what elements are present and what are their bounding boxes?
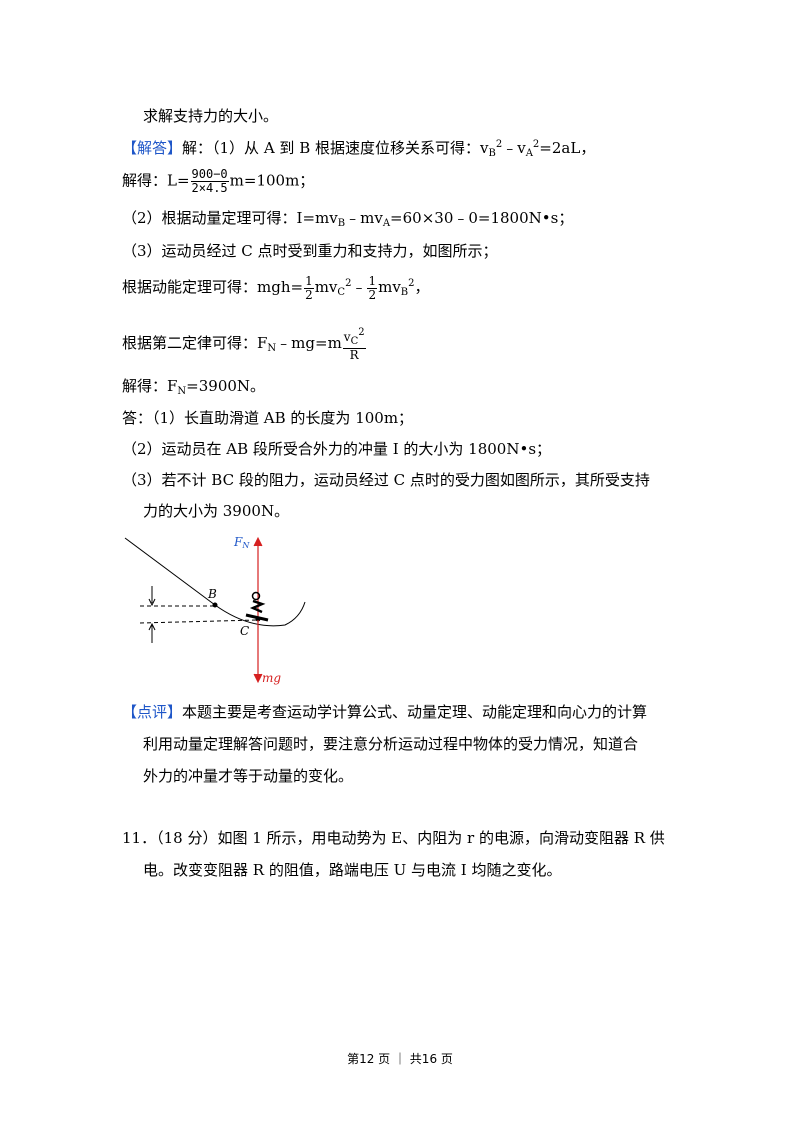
point-b — [212, 602, 218, 608]
ramp-curve — [124, 537, 306, 627]
comment-line-1: 【点评】本题主要是考查运动学计算公式、动量定理、动能定理和向心力的计算 — [122, 703, 648, 721]
page-footer: 第12 页 ｜ 共16 页 — [347, 1052, 453, 1066]
solution-line-7: 解得：FN=3900N。 — [122, 377, 266, 397]
answer-line-3: （3）若不计 BC 段的阻力，运动员经过 C 点时的受力图如图所示，其所受支持 — [122, 471, 650, 489]
answer-line-4: 力的大小为 3900N。 — [143, 502, 290, 520]
solution-line-4: （3）运动员经过 C 点时受到重力和支持力，如图所示； — [122, 242, 498, 260]
mg-label: mg — [262, 671, 281, 685]
answer-line-1: 答：（1）长直助滑道 AB 的长度为 100m； — [122, 409, 414, 427]
dashed-line-c — [139, 619, 258, 624]
question-line-2: 电。改变变阻器 R 的阻值，路端电压 U 与电流 I 均随之变化。 — [143, 861, 562, 879]
comment-label: 【点评】 — [122, 703, 183, 721]
comment-line-3: 外力的冲量才等于动量的变化。 — [143, 767, 354, 785]
force-diagram: FN mg B C — [124, 535, 306, 685]
c-label: C — [240, 624, 249, 638]
skier-figure — [245, 591, 269, 622]
comment-line-2: 利用动量定理解答问题时，要注意分析运动过程中物体的受力情况，知道合 — [143, 735, 639, 753]
solution-line-1: 【解答】解：（1）从 A 到 B 根据速度位移关系可得：vB2﹣vA2=2aL， — [122, 139, 596, 159]
answer-line-2: （2）运动员在 AB 段所受合外力的冲量 I 的大小为 1800N•s； — [122, 440, 552, 458]
fn-label: FN — [233, 535, 250, 550]
line-1: 求解支持力的大小。 — [143, 107, 279, 125]
b-label: B — [207, 587, 217, 601]
question-line-1: 11．（18 分）如图 1 所示，用电动势为 E、内阻为 r 的电源，向滑动变阻… — [122, 829, 665, 847]
solution-line-3: （2）根据动量定理可得：I=mvB﹣mvA=60×30﹣0=1800N•s； — [122, 209, 574, 229]
solution-label: 【解答】 — [122, 139, 183, 157]
